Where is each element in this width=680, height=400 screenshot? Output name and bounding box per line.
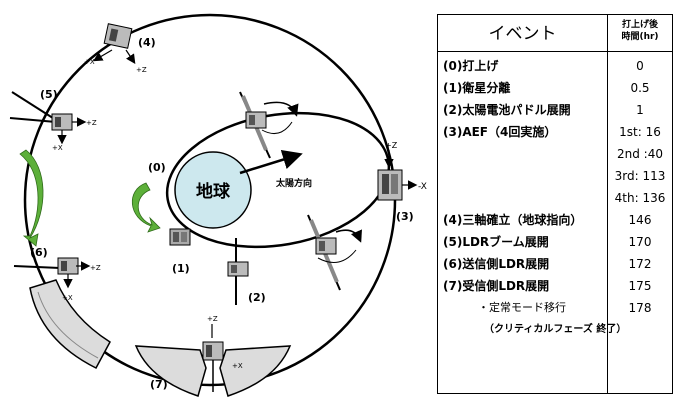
event-cell: (2)太陽電池パドル展開	[443, 103, 571, 117]
time-cell: 2nd :40	[617, 147, 663, 161]
table-row: 4th: 136	[438, 187, 672, 209]
table-row: (0)打上げ 0	[438, 55, 672, 77]
satellite-6-tx-ldr	[13, 257, 111, 369]
sub-event-cell: ・定常モード移行	[478, 301, 566, 314]
satellite-4-three-axis	[92, 23, 136, 64]
header-time-line1: 打上げ後	[621, 20, 658, 30]
event-cell: (7)受信側LDR展開	[443, 279, 550, 293]
critical-phase-note: （クリティカルフェーズ 終了）	[484, 324, 627, 335]
table-row: (7)受信側LDR展開 175	[438, 275, 672, 297]
time-cell: 4th: 136	[614, 191, 666, 205]
satellite-upper-ellipse	[239, 91, 299, 159]
header-time: 打上げ後 時間(hr)	[608, 19, 672, 43]
step-label-7: (7)	[150, 378, 168, 391]
step-label-6: (6)	[30, 246, 48, 259]
orbit-diagram: 地球 太陽方向 (0) (1) (2)	[9, 13, 427, 397]
axis-label-6-plus-z: +Z	[90, 264, 101, 272]
axis-label-6-plus-x: +X	[62, 294, 73, 302]
time-cell: 1	[636, 103, 644, 117]
step-label-3: (3)	[396, 210, 414, 223]
time-cell: 0	[636, 59, 644, 73]
table-row-sub: ・定常モード移行 178	[438, 297, 672, 319]
step-label-1: (1)	[172, 262, 190, 275]
earth-label: 地球	[196, 181, 231, 202]
axis-label-3-minus-x: -X	[418, 182, 427, 192]
axis-label-7-plus-z: +Z	[207, 315, 218, 323]
sub-time-cell: 178	[628, 301, 652, 315]
satellite-lower-ellipse	[307, 214, 362, 291]
event-cell: (1)衛星分離	[443, 81, 511, 95]
axis-label-4-plus-z: +Z	[136, 66, 147, 74]
step-label-5: (5)	[40, 88, 58, 101]
table-row: (4)三軸確立（地球指向） 146	[438, 209, 672, 231]
table-note-row: （クリティカルフェーズ 終了）	[438, 319, 672, 341]
satellite-3-aef	[377, 150, 418, 201]
sun-direction-label: 太陽方向	[275, 177, 312, 189]
table-row: (3)AEF（4回実施） 1st: 16	[438, 121, 672, 143]
event-cell: (3)AEF（4回実施）	[443, 125, 557, 139]
time-cell: 170	[628, 235, 652, 249]
satellite-2-paddle	[227, 238, 249, 305]
satellite-5-ldr-boom	[9, 91, 87, 145]
step-label-2: (2)	[248, 291, 266, 304]
table-row: (2)太陽電池パドル展開 1	[438, 99, 672, 121]
header-time-line2: 時間(hr)	[621, 32, 659, 42]
time-cell: 3rd: 113	[614, 169, 666, 183]
time-cell: 0.5	[630, 81, 650, 95]
step-label-0: (0)	[148, 161, 166, 174]
table-row: 2nd :40	[438, 143, 672, 165]
axis-label-7-plus-x: +X	[232, 362, 243, 370]
event-cell: (4)三軸確立（地球指向）	[443, 213, 583, 227]
table-row: (5)LDRブーム展開 170	[438, 231, 672, 253]
event-table: イベント 打上げ後 時間(hr) (0)打上げ 0 (1)衛星分離 0.5 (2…	[437, 14, 673, 394]
axis-label-3-plus-z: +Z	[385, 141, 398, 150]
time-cell: 1st: 16	[619, 125, 661, 139]
header-event: イベント	[488, 24, 557, 44]
satellite-7-rx-ldr	[134, 324, 292, 397]
axis-label-5-plus-x: +X	[52, 144, 63, 152]
event-cell: (5)LDRブーム展開	[443, 235, 549, 249]
event-cell: (0)打上げ	[443, 59, 499, 73]
time-cell: 146	[628, 213, 652, 227]
sun-direction-arrow	[239, 149, 303, 175]
time-cell: 175	[628, 279, 652, 293]
table-row: 3rd: 113	[438, 165, 672, 187]
green-curved-arrow-lower	[19, 149, 44, 247]
satellite-1-separation	[169, 228, 191, 246]
time-cell: 172	[628, 257, 652, 271]
step-label-4: (4)	[138, 36, 156, 49]
axis-label-5-plus-z: +Z	[86, 119, 97, 127]
table-row: (1)衛星分離 0.5	[438, 77, 672, 99]
table-row: (6)送信側LDR展開 172	[438, 253, 672, 275]
event-cell: (6)送信側LDR展開	[443, 257, 550, 271]
earth	[174, 151, 252, 229]
axis-label-4-plus-x: +X	[84, 58, 95, 66]
green-curved-arrow-upper	[131, 182, 161, 233]
